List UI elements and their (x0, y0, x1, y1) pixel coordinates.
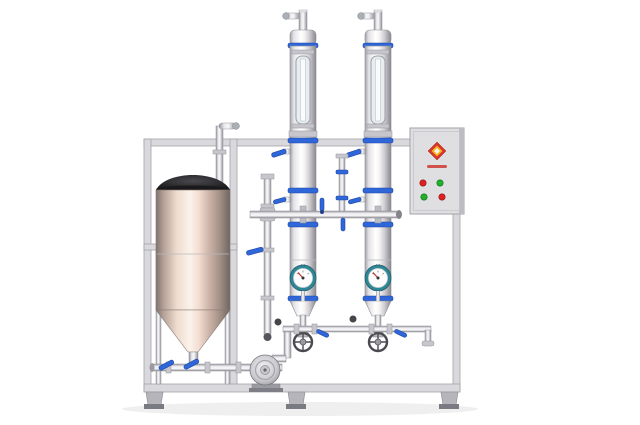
frame-mid-post (229, 138, 238, 392)
butterfly-valve-handle (316, 329, 330, 338)
panel-enclosure (409, 127, 465, 215)
upper-manifold-pipe (249, 197, 402, 232)
indicator-light-top-right (436, 179, 444, 187)
indicator-light-bottom-left (420, 193, 428, 201)
control-panel (409, 127, 465, 215)
frame-foot-left (144, 391, 164, 409)
butterfly-valve-handle-up (319, 197, 325, 212)
vertical-pipe-left (246, 173, 275, 341)
butterfly-valve-handle (183, 358, 200, 370)
brand-logo (427, 141, 447, 161)
vertical-pipe-center (335, 153, 349, 215)
mini-clamp (335, 169, 349, 175)
frame-foot-center (286, 391, 306, 409)
valve-knob (274, 318, 282, 326)
mini-clamp (335, 195, 349, 201)
butterfly-valve-handle-down (340, 217, 346, 232)
pipe-end-cap (263, 333, 272, 341)
circulation-pump (249, 354, 287, 392)
tank-cone (155, 309, 231, 353)
membrane-column-1 (269, 7, 320, 353)
membrane-column-2 (344, 7, 395, 353)
butterfly-valve-handle (158, 359, 175, 371)
frame-foot-right (439, 391, 459, 409)
valve-knob (349, 315, 357, 323)
lower-manifold-pipe (274, 315, 435, 359)
indicator-light-top-left (419, 179, 427, 187)
butterfly-valve-handle (394, 329, 408, 338)
drain-fitting (421, 340, 435, 347)
suction-pipe (149, 358, 283, 374)
tank-riser-pipe (212, 122, 240, 191)
tank-shell (155, 189, 231, 311)
frame-bottom-rail (143, 383, 461, 393)
butterfly-valve-handle (246, 246, 264, 256)
conical-bottom-tank (155, 175, 231, 385)
frame-left-post (143, 138, 152, 392)
indicator-light-bottom-right (438, 193, 446, 201)
brand-text-mark (427, 165, 447, 168)
pipe-end-cap (396, 210, 402, 219)
